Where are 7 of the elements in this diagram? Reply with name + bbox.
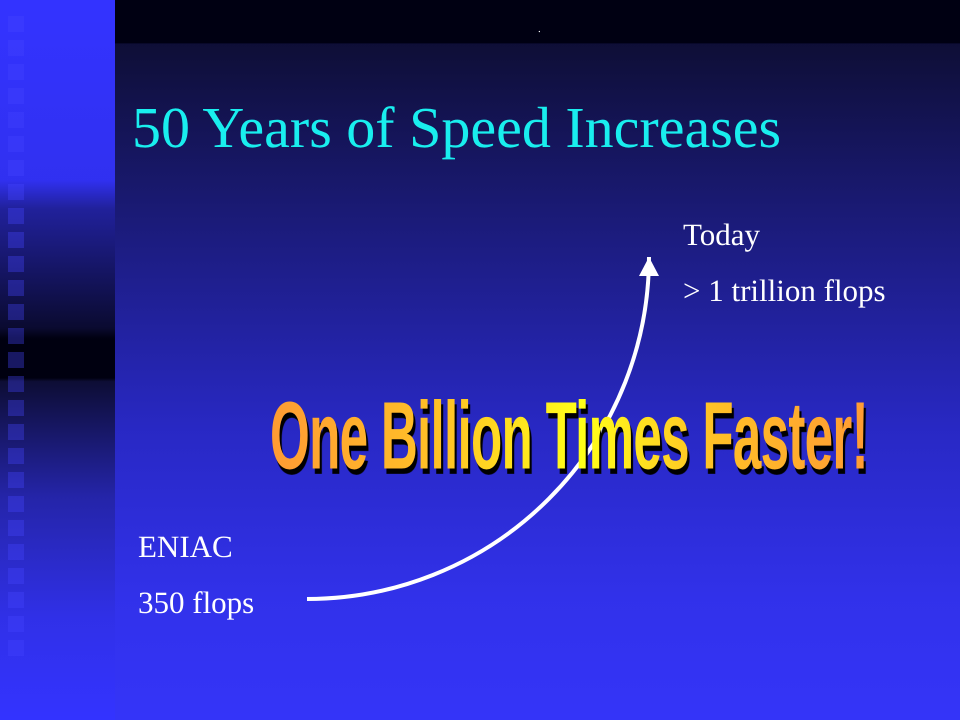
slide-title: 50 Years of Speed Increases <box>132 95 782 162</box>
era-label: Today <box>683 217 760 253</box>
speed-label: > 1 trillion flops <box>683 272 886 308</box>
curved-arrow <box>306 256 658 601</box>
speed-label: 350 flops <box>138 584 254 620</box>
era-label: ENIAC <box>138 529 233 565</box>
period-text: . <box>538 24 541 35</box>
